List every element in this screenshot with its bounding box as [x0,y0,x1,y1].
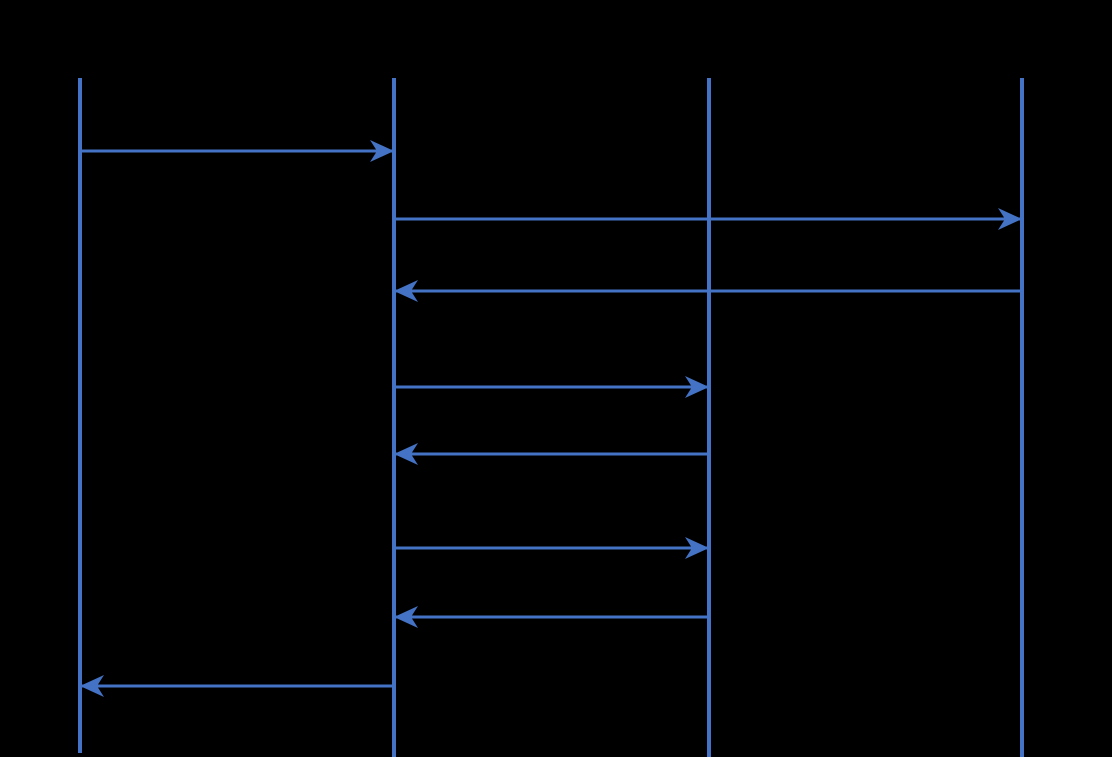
lifelines-group [78,78,1024,757]
messages-group [80,140,1022,697]
